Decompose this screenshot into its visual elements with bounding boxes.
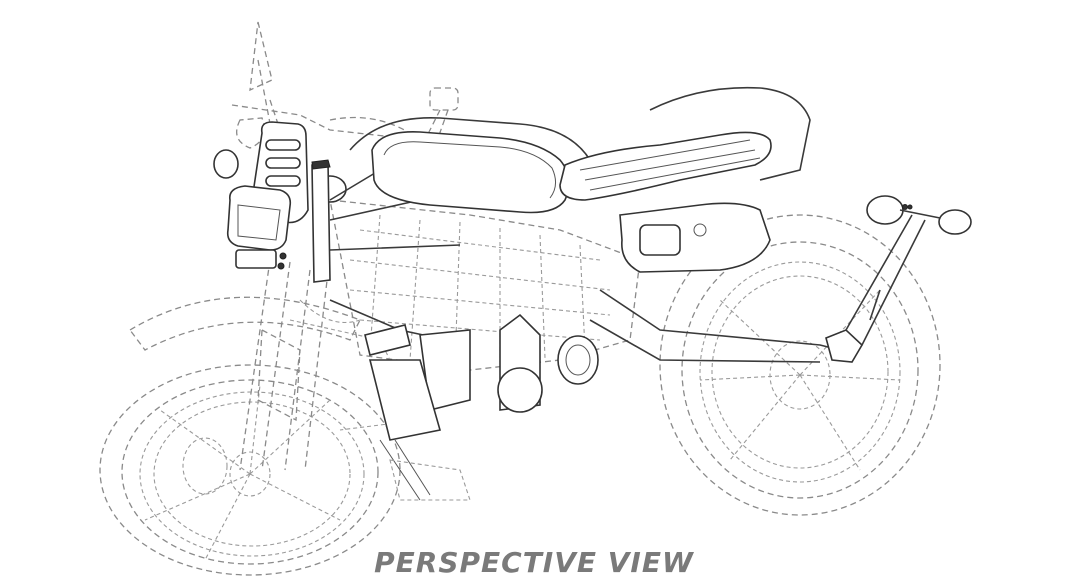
tail-section — [619, 202, 771, 273]
figure-caption: PERSPECTIVE VIEW — [374, 546, 694, 579]
steering-head — [311, 159, 461, 283]
headlight-assembly — [213, 121, 347, 270]
front-wheel — [99, 364, 401, 576]
front-fender — [129, 296, 361, 351]
swingarm — [825, 195, 972, 363]
front-forks — [239, 259, 329, 471]
motor-components — [364, 313, 599, 501]
rear-wheel — [659, 214, 941, 516]
seat — [559, 86, 811, 201]
fuel-tank — [349, 116, 601, 214]
